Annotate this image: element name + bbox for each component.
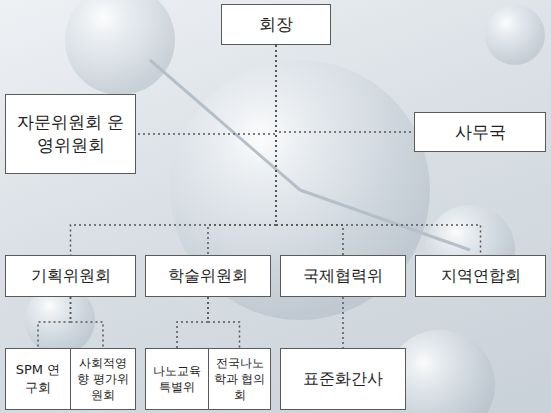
sub-committee-box: 표준화간사 [280,348,406,410]
text-group: 전국나노학과 협의회 [213,355,266,404]
node-label: 나노교육 특별위 [150,363,204,395]
committee-box: 국제협력위 [280,255,406,297]
sub-committee-cell: 사회적영향 평가위원회 [70,348,136,410]
text-group: 나노교육 특별위 [150,363,204,395]
dotted-connector [136,45,276,134]
text-group: 사회적영향 평가위원회 [75,355,131,404]
office-box: 사무국 [414,112,546,152]
dotted-connector [342,297,344,348]
text-group: 지역연합회 [441,265,521,287]
molecule-bond [300,190,470,250]
text-group: SPM 연구회 [10,361,66,396]
dotted-connector [276,45,343,255]
dotted-connector [276,45,414,132]
node-label: 자문위원회 운영위원회 [10,111,131,157]
committee-box: 학술위원회 [145,255,271,297]
node-label: 전국나노학과 협의회 [213,355,266,404]
committee-box: 기획위원회 [5,255,136,297]
bubble [65,0,175,95]
node-label: 회장 [259,13,293,36]
molecule-bond [150,60,300,190]
committee-box: 지역연합회 [415,255,546,297]
committee-box: 자문위원회 운영위원회 [5,94,136,174]
node-label: 국제협력위 [303,265,383,287]
text-group: 자문위원회 운영위원회 [10,111,131,157]
node-label: 학술위원회 [168,265,248,287]
text-group: 기획위원회 [31,265,111,287]
node-label: 사무국 [455,121,506,144]
node-label: 표준화간사 [303,368,383,390]
dotted-connector [208,45,276,255]
sub-committee-cell: SPM 연구회 [5,348,71,410]
node-label: 기획위원회 [31,265,111,287]
text-group: 사무국 [455,121,506,144]
text-group: 국제협력위 [303,265,383,287]
node-label: SPM 연구회 [10,361,66,396]
text-group: 학술위원회 [168,265,248,287]
head-box: 회장 [221,4,331,45]
dotted-connector [208,297,240,348]
sub-committee-cell: 전국나노학과 협의회 [208,348,271,410]
dotted-connector [71,297,104,348]
node-label: 지역연합회 [441,265,521,287]
sub-committee-cell: 나노교육 특별위 [145,348,209,410]
text-group: 회장 [259,13,293,36]
node-label: 사회적영향 평가위원회 [75,355,131,404]
bubble [485,5,545,65]
dotted-connector [177,297,208,348]
dotted-connector [38,297,71,348]
text-group: 표준화간사 [303,368,383,390]
